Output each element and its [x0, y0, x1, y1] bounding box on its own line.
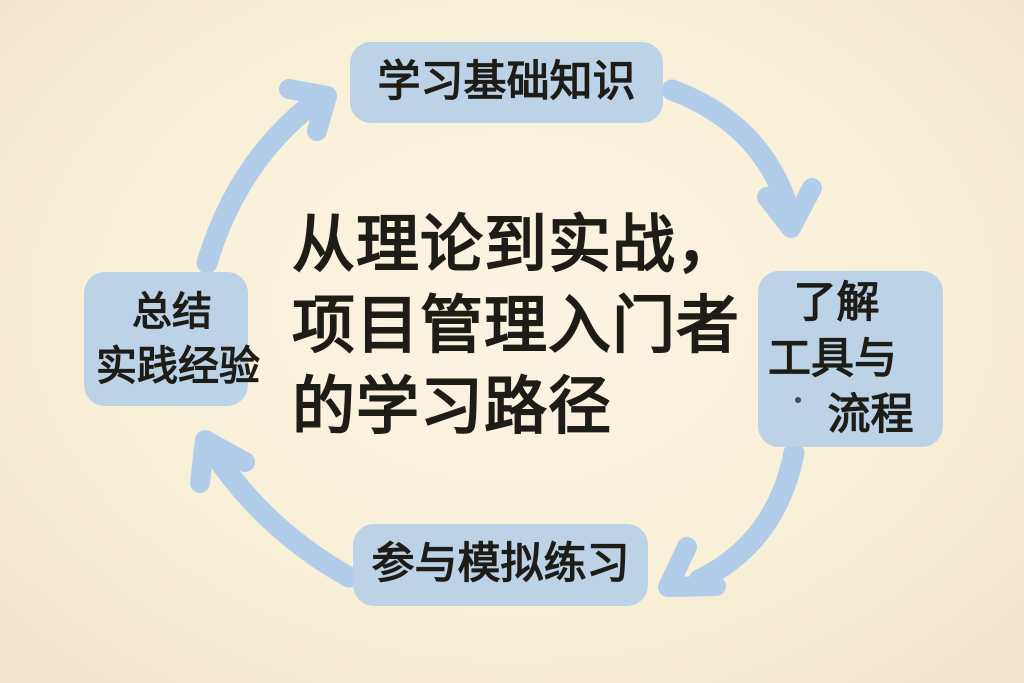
node-label: 学习基础知识	[377, 57, 636, 106]
node-label-line: 实践经验	[96, 343, 260, 389]
arrow-right-to-bottom	[658, 442, 805, 597]
diagram-title: 从理论到实战， 项目管理入门者 的学习路径	[292, 205, 740, 448]
node-label-line: 总结	[132, 290, 212, 334]
node-summarize-experience: 总结 实践经验	[84, 272, 260, 406]
diagram-title-line: 从理论到实战，	[292, 210, 740, 280]
node-simulation-practice: 参与模拟练习	[353, 524, 648, 606]
arrow-bottom-to-left	[190, 430, 360, 588]
node-learn-basics: 学习基础知识	[350, 42, 663, 123]
node-label: 参与模拟练习	[371, 540, 630, 589]
stray-dot-mark	[795, 397, 801, 403]
diagram-title-line: 的学习路径	[292, 372, 612, 442]
node-label-line: 工具与	[768, 335, 897, 383]
node-label-line: 了解	[793, 279, 880, 327]
node-tools-and-process: 了解 工具与 流程	[758, 271, 943, 447]
diagram-title-line: 项目管理入门者	[292, 291, 740, 361]
node-label-line: 流程	[827, 391, 914, 439]
